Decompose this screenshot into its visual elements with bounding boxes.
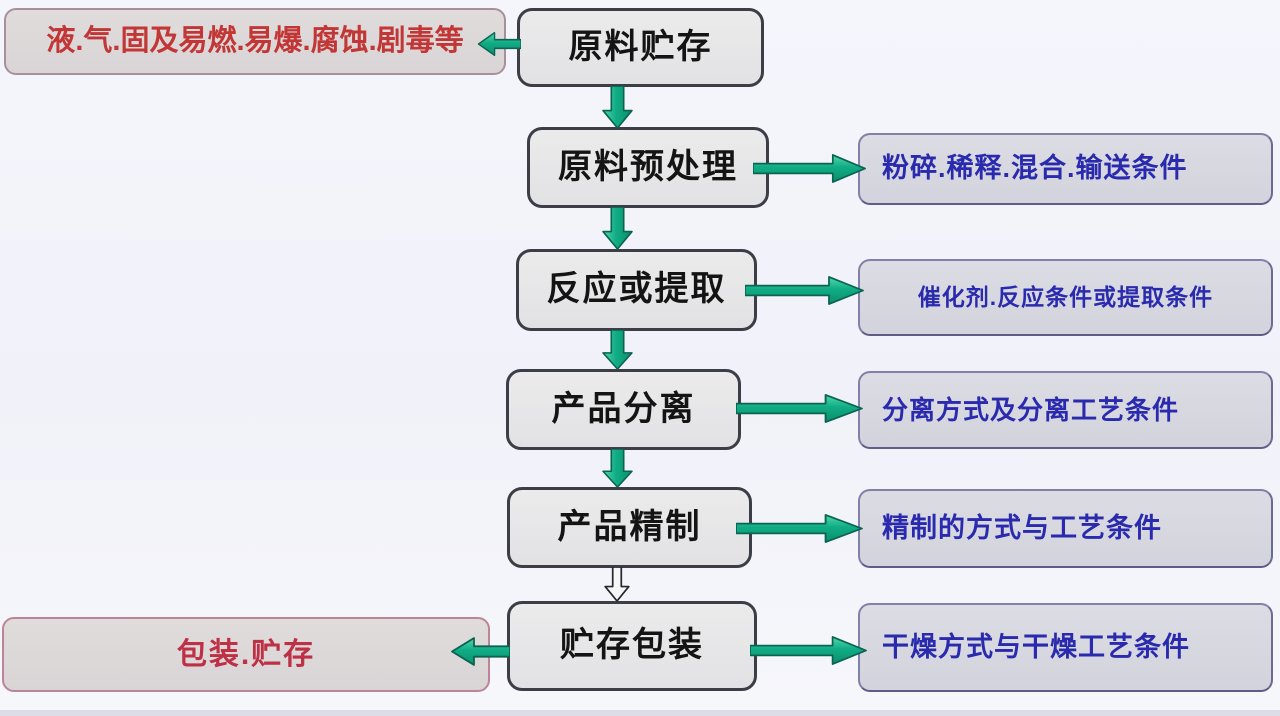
step-label: 贮存包装 <box>560 626 704 665</box>
arrow-down-icon <box>602 330 633 370</box>
note-box-drying-conditions: 干燥方式与干燥工艺条件 <box>858 603 1273 692</box>
arrow-right-icon <box>745 276 864 305</box>
arrow-down-white-icon <box>604 567 630 602</box>
arrow-left-icon <box>477 31 521 57</box>
note-box-separation-conditions: 分离方式及分离工艺条件 <box>858 371 1273 449</box>
packaging-storage-label: 包装.贮存 <box>176 638 316 671</box>
step-box-product-refining: 产品精制 <box>507 487 752 568</box>
arrow-right-icon <box>736 394 863 423</box>
note-label: 粉碎.稀释.混合.输送条件 <box>882 153 1188 184</box>
step-box-storage-packaging: 贮存包装 <box>507 601 757 691</box>
step-label: 产品分离 <box>551 389 696 428</box>
arrow-right-icon <box>736 514 863 543</box>
step-label: 产品精制 <box>557 507 702 546</box>
note-label: 催化剂.反应条件或提取条件 <box>917 283 1214 310</box>
step-box-reaction-or-extraction: 反应或提取 <box>516 249 757 331</box>
step-label: 原料贮存 <box>568 27 713 66</box>
step-box-raw-material-storage: 原料贮存 <box>517 8 764 87</box>
hazard-materials-box: 液.气.固及易燃.易爆.腐蚀.剧毒等 <box>4 8 506 75</box>
arrow-down-icon <box>602 207 633 250</box>
note-label: 干燥方式与干燥工艺条件 <box>882 631 1190 662</box>
packaging-storage-box: 包装.贮存 <box>2 617 490 692</box>
arrow-right-icon <box>750 636 867 665</box>
arrow-right-icon <box>753 154 866 183</box>
note-label: 精制的方式与工艺条件 <box>882 512 1162 543</box>
step-box-raw-material-pretreatment: 原料预处理 <box>527 127 769 208</box>
step-box-product-separation: 产品分离 <box>506 369 741 450</box>
note-box-refining-conditions: 精制的方式与工艺条件 <box>858 489 1273 568</box>
note-box-reaction-conditions: 催化剂.反应条件或提取条件 <box>858 259 1273 336</box>
arrow-down-icon <box>602 86 633 129</box>
step-label: 反应或提取 <box>546 270 727 309</box>
bottom-edge-strip <box>0 710 1280 716</box>
note-label: 分离方式及分离工艺条件 <box>882 394 1180 425</box>
note-box-pretreatment-conditions: 粉碎.稀释.混合.输送条件 <box>858 133 1273 205</box>
hazard-materials-label: 液.气.固及易燃.易爆.腐蚀.剧毒等 <box>46 24 464 57</box>
arrow-down-icon <box>602 449 633 488</box>
step-label: 原料预处理 <box>558 147 738 186</box>
arrow-left-icon <box>451 637 510 666</box>
